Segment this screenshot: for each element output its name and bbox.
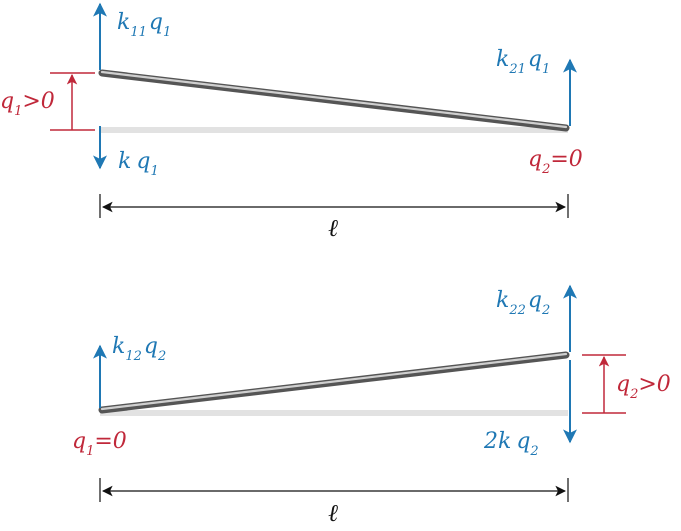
label-k21q1: k21q1: [496, 47, 550, 77]
label-k11q1: k11q1: [117, 10, 171, 40]
label-k22q2: k22q2: [496, 288, 550, 318]
label-q2-zero: q2=0: [528, 147, 583, 177]
length-label-bottom: ℓ: [328, 499, 338, 527]
length-label-top: ℓ: [328, 214, 338, 242]
label-q1-zero: q1=0: [72, 429, 127, 459]
label-q2-positive: q2>0: [616, 372, 671, 402]
label-k12q2: k12q2: [112, 334, 166, 364]
label-q1-positive: q1>0: [0, 89, 55, 119]
